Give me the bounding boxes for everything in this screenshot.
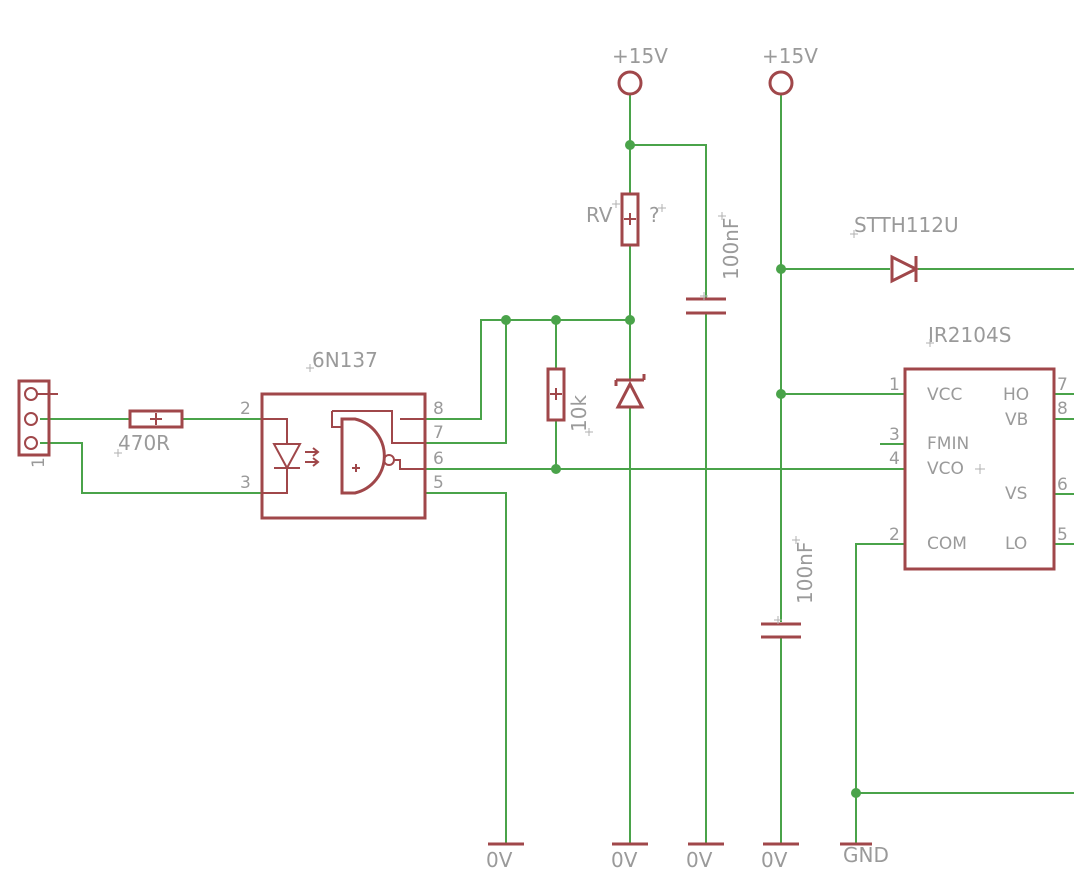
- gate-driver-ir2104s: IR2104S 1 3 4 2 7 8 6 5 VCC FMIN VCO COM…: [889, 323, 1068, 571]
- ground-1-label: 0V: [486, 848, 513, 872]
- wire-conn-to-pin3: [40, 442, 262, 494]
- supply-15v-2: +15V: [762, 44, 818, 96]
- zener-diode: [614, 374, 646, 409]
- wire-cap1-top: [630, 144, 707, 299]
- driver-pin-1: 1: [889, 375, 900, 395]
- supply-1-label: +15V: [612, 44, 668, 68]
- rv-value-label: ?: [649, 203, 660, 227]
- supply-2-label: +15V: [762, 44, 818, 68]
- junction-dot: [851, 788, 861, 798]
- diode-name-label: STTH112U: [854, 213, 959, 237]
- cap-bottom-label: 100nF: [793, 542, 817, 604]
- ground-3-label: 0V: [686, 848, 713, 872]
- junctions: [501, 140, 861, 798]
- ground-4-label: 0V: [761, 848, 788, 872]
- potentiometer-rv: RV ?: [586, 192, 666, 247]
- driver-pin-6: 6: [1057, 475, 1068, 495]
- opto-pin-2: 2: [240, 399, 251, 419]
- junction-dot: [776, 264, 786, 274]
- junction-dot: [776, 389, 786, 399]
- wire-com-to-gnd: [855, 543, 905, 843]
- driver-fmin-label: FMIN: [927, 434, 969, 454]
- driver-lo-label: LO: [1005, 534, 1027, 554]
- cap-top-label: 100nF: [719, 218, 743, 280]
- driver-com-label: COM: [927, 534, 967, 554]
- rv-name-label: RV: [586, 203, 613, 227]
- driver-vb-label: VB: [1005, 410, 1028, 430]
- optocoupler-6n137: 6N137 2 3 8 7 6 5: [240, 348, 444, 520]
- driver-vs-label: VS: [1005, 484, 1027, 504]
- driver-pin-8: 8: [1057, 399, 1068, 419]
- diode-stth112u: STTH112U: [850, 213, 959, 284]
- ground-symbols: 0V 0V 0V 0V GND: [486, 842, 889, 872]
- resistor-470r-label: 470R: [118, 431, 170, 455]
- wires: [40, 95, 1074, 843]
- supply-15v-1: +15V: [612, 44, 668, 96]
- opto-pin-5: 5: [433, 473, 444, 493]
- wire-pin5-to-gnd: [425, 492, 507, 843]
- opto-pin-7: 7: [433, 423, 444, 443]
- driver-pin-2: 2: [889, 525, 900, 545]
- ground-gnd-label: GND: [843, 843, 889, 867]
- driver-pin-3: 3: [889, 425, 900, 445]
- junction-dot: [551, 464, 561, 474]
- wire-pin7: [425, 320, 507, 444]
- junction-dot: [551, 315, 561, 325]
- junction-dot: [625, 140, 635, 150]
- wire-pin8: [425, 319, 630, 420]
- driver-name-label: IR2104S: [928, 323, 1011, 347]
- driver-ho-label: HO: [1003, 385, 1029, 405]
- capacitor-100nf-bottom: 100nF: [761, 536, 817, 639]
- junction-dot: [501, 315, 511, 325]
- driver-vco-label: VCO: [927, 459, 964, 479]
- opto-name-label: 6N137: [312, 348, 378, 372]
- driver-pin-5: 5: [1057, 525, 1068, 545]
- opto-pin-3: 3: [240, 473, 251, 493]
- resistor-470r: 470R: [114, 409, 184, 457]
- connector-3pin: 1: [17, 379, 58, 468]
- opto-pin-8: 8: [433, 399, 444, 419]
- driver-pin-4: 4: [889, 449, 900, 469]
- driver-vcc-label: VCC: [927, 385, 962, 405]
- junction-dot: [625, 315, 635, 325]
- driver-pin-7: 7: [1057, 375, 1068, 395]
- capacitor-100nf-top: 100nF: [686, 212, 743, 315]
- opto-pin-6: 6: [433, 449, 444, 469]
- resistor-10k-label: 10k: [567, 395, 591, 432]
- ground-2-label: 0V: [611, 848, 638, 872]
- connector-pin-label: 1: [29, 457, 49, 468]
- resistor-10k: 10k: [546, 367, 593, 436]
